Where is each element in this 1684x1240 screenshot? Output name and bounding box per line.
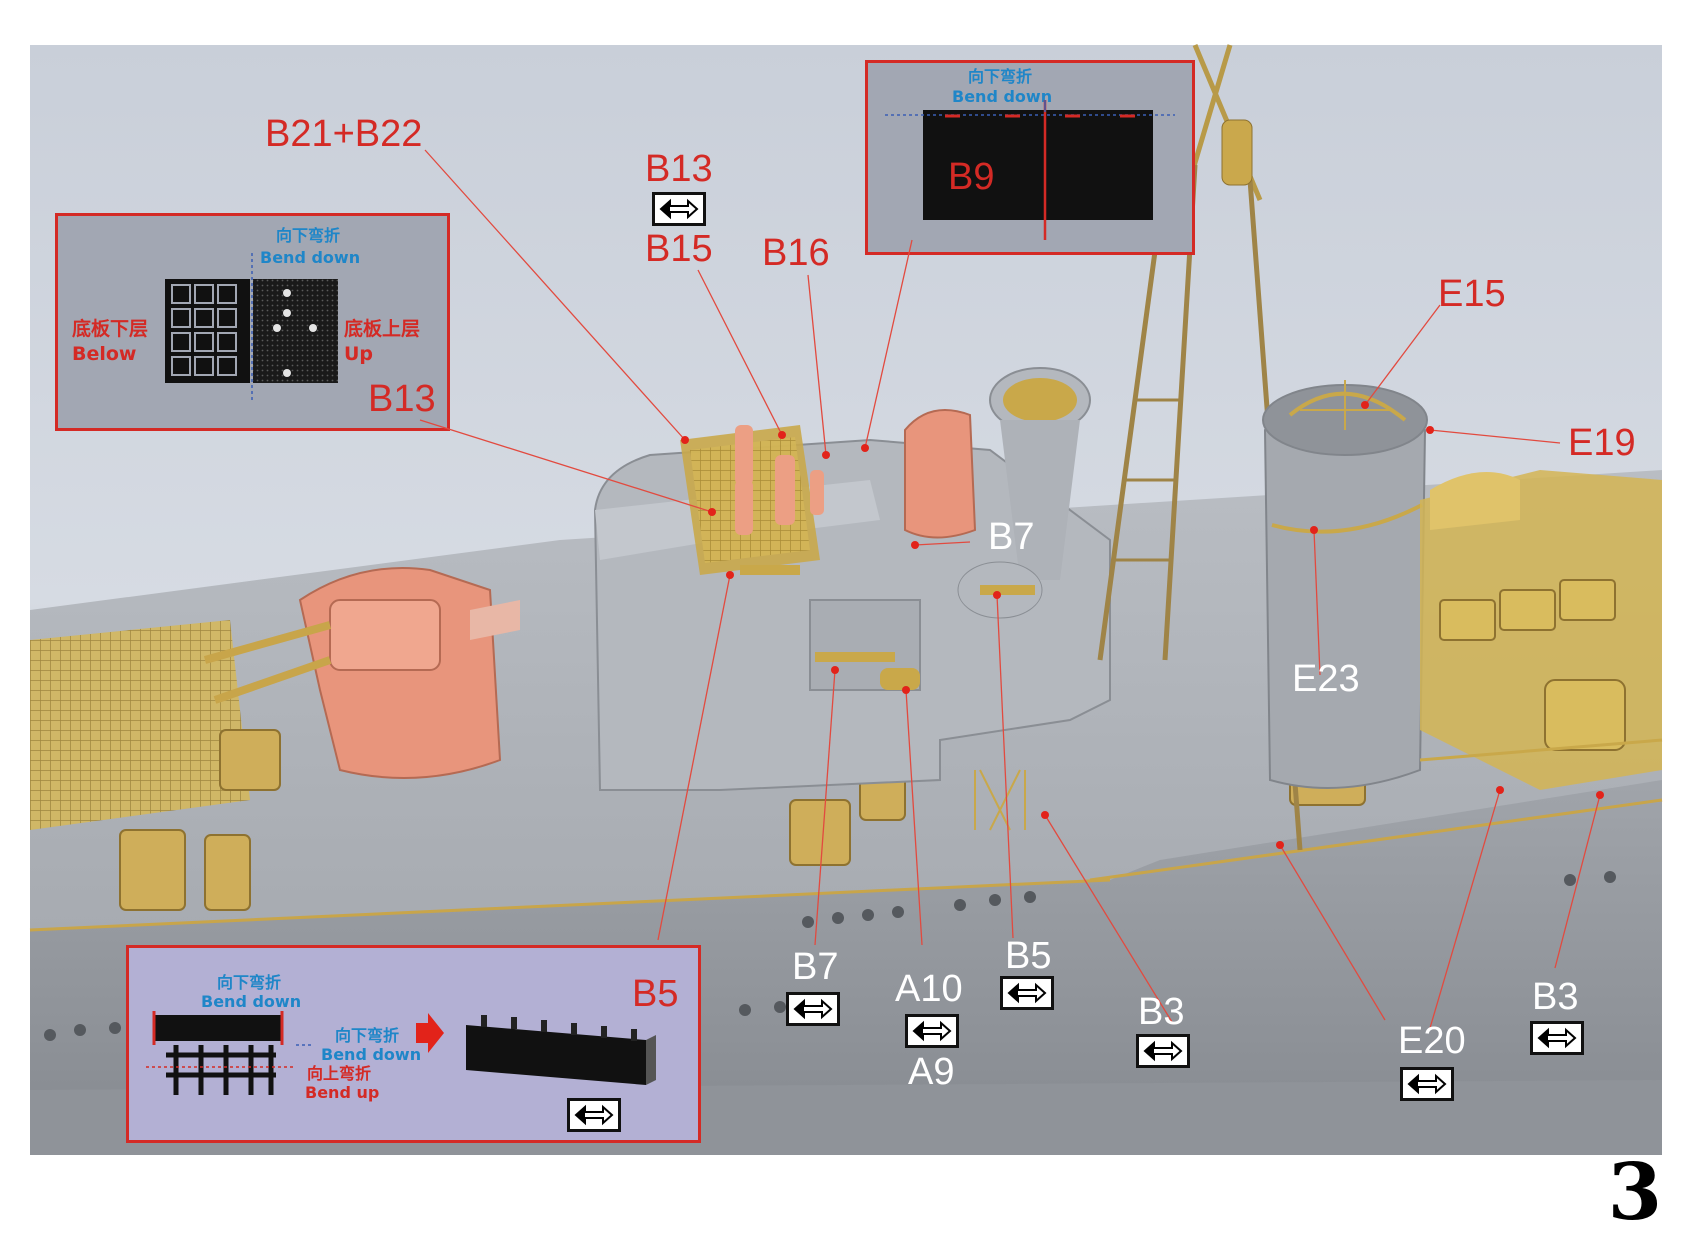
label-b13-inset: B13 xyxy=(368,378,436,420)
a10-double-sided-icon xyxy=(905,1014,959,1048)
inset-b5-bend-down-cn-1: 向下弯折 xyxy=(217,973,282,992)
label-b5: B5 xyxy=(1005,935,1052,977)
inset-b5-bend-down-cn-2: 向下弯折 xyxy=(335,1026,400,1045)
inset-b5-bend-down-en-2: Bend down xyxy=(321,1045,422,1064)
inset-b13-below-cn: 底板下层 xyxy=(72,318,149,340)
label-b5-inset: B5 xyxy=(632,973,679,1015)
inset-b13: 向下弯折 Bend down 底板下层 Below 底板上层 Up xyxy=(55,213,450,431)
inset-b13-up-en: Up xyxy=(344,343,374,365)
inset-b13-up-cn: 底板上层 xyxy=(344,318,421,340)
inset-b9: 向下弯折 Bend down B9 xyxy=(865,60,1195,255)
label-a10: A10 xyxy=(895,968,963,1010)
label-b16: B16 xyxy=(762,232,830,274)
label-e19: E19 xyxy=(1568,422,1636,464)
label-b7-upper: B7 xyxy=(988,516,1035,558)
label-b15: B15 xyxy=(645,228,713,270)
inset-b5-bend-down-en-1: Bend down xyxy=(201,992,302,1011)
inset-b13-bend-en: Bend down xyxy=(260,248,361,267)
label-a9: A9 xyxy=(908,1051,955,1093)
inset-b5-bend-up-en: Bend up xyxy=(305,1083,380,1102)
page-number: 3 xyxy=(1607,1147,1662,1238)
label-b7-lower: B7 xyxy=(792,946,839,988)
inset-b13-diagram xyxy=(165,253,338,403)
inset-b9-bend-cn: 向下弯折 xyxy=(968,67,1033,86)
label-e15: E15 xyxy=(1438,273,1506,315)
e20-double-sided-icon xyxy=(1400,1067,1454,1101)
inset-b5-bend-up-cn: 向上弯折 xyxy=(307,1064,372,1083)
label-b3-right: B3 xyxy=(1532,976,1579,1018)
label-b9: B9 xyxy=(948,156,995,198)
inset-b13-below-en: Below xyxy=(72,343,137,365)
label-b3-left: B3 xyxy=(1138,991,1185,1033)
inset-b5: 向下弯折 Bend down 向下弯折 Bend down 向上弯折 Bend … xyxy=(126,945,701,1143)
inset-b13-bend-cn: 向下弯折 xyxy=(276,226,341,245)
label-e20: E20 xyxy=(1398,1020,1466,1062)
inset-b9-bend-en: Bend down xyxy=(952,87,1053,106)
label-e23: E23 xyxy=(1292,658,1360,700)
inset-b5-diagram xyxy=(146,1011,656,1095)
inset-b9-diagram xyxy=(885,100,1175,240)
b13-double-sided-icon xyxy=(652,192,706,226)
b3-left-double-sided-icon xyxy=(1136,1034,1190,1068)
b5-double-sided-icon xyxy=(1000,976,1054,1010)
inset-b5-double-sided-icon xyxy=(567,1098,621,1132)
b7-double-sided-icon xyxy=(786,992,840,1026)
b3-right-double-sided-icon xyxy=(1530,1021,1584,1055)
label-b13-top: B13 xyxy=(645,148,713,190)
label-b21-b22: B21+B22 xyxy=(265,113,423,155)
